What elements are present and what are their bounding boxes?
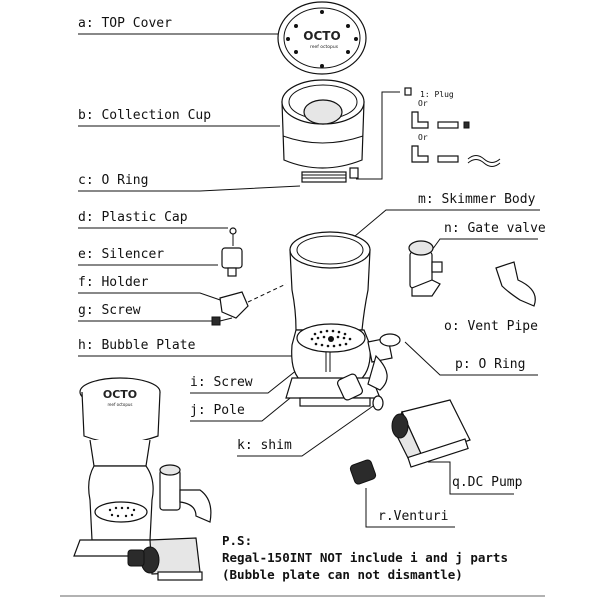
leader-line-q [428,461,514,495]
label-text-h: h: Bubble Plate [78,338,196,353]
label-text-a: a: TOP Cover [78,16,172,31]
label-text-j: j: Pole [190,403,245,418]
label-text-c: c: O Ring [78,173,148,188]
skimmer-body-part [285,231,401,407]
label-dc-pump: q.DC Pump [428,461,523,495]
leader-line-n [431,238,538,251]
label-text-p: p: O Ring [455,357,525,372]
label-text-q: q.DC Pump [452,475,523,490]
venturi-part [337,373,377,485]
leader-line-r [365,488,455,528]
plug-options: 1: Plug Or Or [356,87,501,180]
leader-line-k [237,403,377,457]
label-text-o: o: Vent Pipe [444,319,538,334]
elbow-fitting-2 [411,145,429,163]
label-o-ring-p: p: O Ring [404,341,538,376]
label-plastic-cap: d: Plastic Cap [78,210,228,229]
label-shim: k: shim [237,403,377,457]
tube-segment-1 [437,121,459,129]
label-text-k: k: shim [237,438,292,453]
label-text-or-2: Or [418,133,428,142]
label-silencer: e: Silencer [78,247,218,266]
leader-line-p [404,341,538,376]
dc-pump-part [391,399,471,468]
silencer-part [221,247,243,277]
label-gate-valve: n: Gate valve [431,221,546,251]
shim-part [372,395,384,411]
label-text-plug: 1: Plug [420,90,454,99]
plastic-cap-part [229,227,237,246]
assembled-view: OCTO reef octopus [73,377,212,581]
label-vent-pipe: o: Vent Pipe [444,319,538,334]
plug-icon [404,87,412,96]
collection-cup-part [281,79,365,183]
pump-base [407,438,469,468]
label-text-f: f: Holder [78,275,149,290]
holder-part [219,283,287,319]
label-text-or-1: Or [418,99,428,108]
label-o-ring-c: c: O Ring [78,173,301,192]
label-text-g: g: Screw [78,303,141,318]
note-title: P.S: [222,533,252,548]
label-collection-cup: b: Collection Cup [78,108,280,127]
leader-line-f [78,292,227,303]
note-line-1: Regal-150INT NOT include i and j parts [222,550,508,565]
elbow-fitting-1 [411,111,429,129]
assembled-logo: OCTO [103,388,137,401]
plug-bracket-line [356,91,400,180]
leader-line-c [78,185,301,192]
label-text-d: d: Plastic Cap [78,210,188,225]
label-text-e: e: Silencer [78,247,164,262]
tube-segment-2 [437,155,459,163]
ps-note: P.S: Regal-150INT NOT include i and j pa… [222,533,508,582]
label-venturi: r.Venturi [365,488,455,528]
vent-pipe-part [495,261,536,307]
cup-drain-port [349,167,359,179]
skimmer-base [285,377,381,399]
label-text-n: n: Gate valve [444,221,546,236]
label-bubble-plate: h: Bubble Plate [78,338,300,357]
top-cover-part: OCTO reef octopus [277,1,367,75]
note-line-2: (Bubble plate can not dismantle) [222,567,463,582]
top-cover-logo-sub: reef octopus [310,44,339,50]
label-text-i: i: Screw [190,375,253,390]
label-holder: f: Holder [78,275,227,303]
bubble-plate-holes [310,329,352,348]
label-text-r: r.Venturi [378,509,448,524]
gate-valve-part [408,240,443,297]
top-cover-logo: OCTO [303,29,340,43]
plug-cap [463,121,470,129]
label-top-cover: a: TOP Cover [78,16,278,35]
label-text-m: m: Skimmer Body [418,192,536,207]
center-screw [328,336,334,342]
o-ring-outlet [379,333,401,347]
screw-part [211,316,233,326]
label-text-b: b: Collection Cup [78,108,211,123]
label-screw-g: g: Screw [78,303,212,322]
assembled-logo-sub: reef octopus [108,402,133,407]
hose-icon [467,155,501,163]
